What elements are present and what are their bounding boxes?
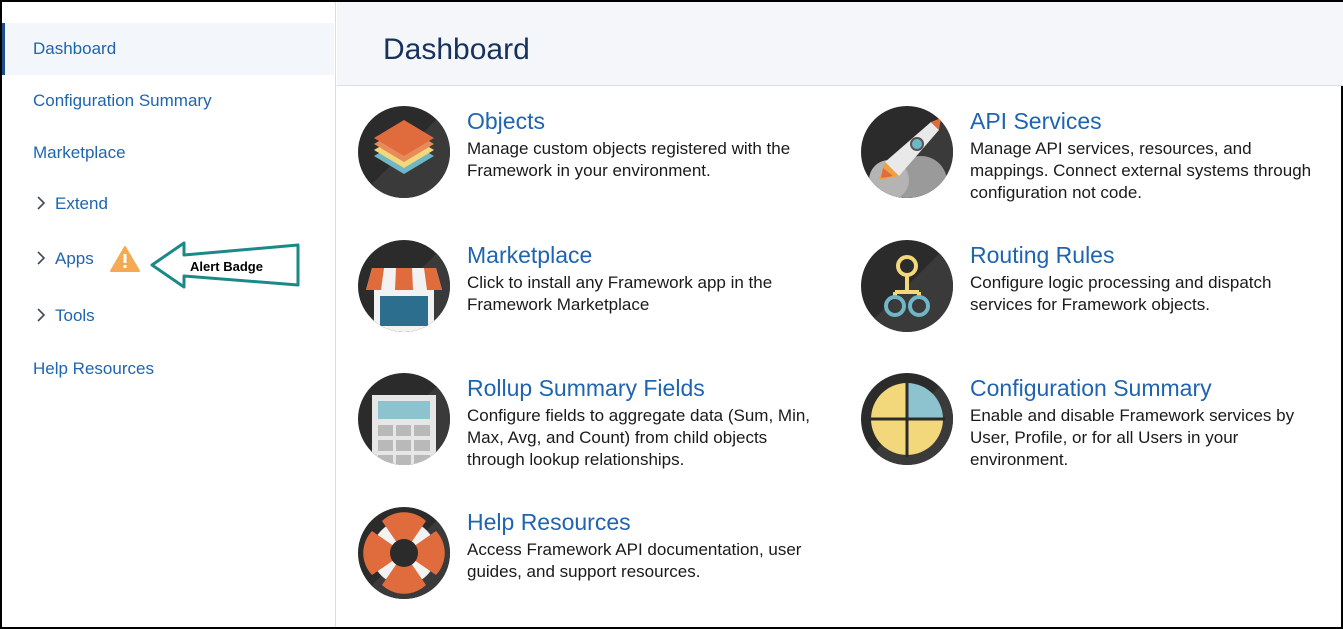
pie-quadrant-icon[interactable]	[861, 373, 953, 465]
card-rollup-summary-fields: Rollup Summary Fields Configure fields t…	[358, 373, 838, 483]
card-title-objects[interactable]: Objects	[467, 108, 545, 134]
chevron-right-icon	[36, 249, 48, 270]
sidebar-item-label: Tools	[55, 306, 95, 325]
calculator-icon[interactable]	[358, 373, 450, 465]
sidebar-item-label: Help Resources	[33, 359, 154, 378]
page-title: Dashboard	[383, 33, 530, 66]
sidebar-item-help-resources[interactable]: Help Resources	[2, 343, 334, 395]
card-description: Manage custom objects registered with th…	[467, 139, 791, 180]
card-description: Configure fields to aggregate data (Sum,…	[467, 406, 811, 469]
sidebar: Dashboard Configuration Summary Marketpl…	[2, 2, 336, 627]
card-api-services: API Services Manage API services, resour…	[861, 106, 1341, 216]
sidebar-item-dashboard[interactable]: Dashboard	[2, 23, 334, 75]
card-title-help-resources[interactable]: Help Resources	[467, 509, 631, 535]
sidebar-item-tools[interactable]: Tools	[2, 290, 334, 342]
lifebuoy-icon[interactable]	[358, 507, 450, 599]
card-description: Access Framework API documentation, user…	[467, 540, 802, 581]
card-title-routing-rules[interactable]: Routing Rules	[970, 242, 1115, 268]
card-configuration-summary: Configuration Summary Enable and disable…	[861, 373, 1341, 483]
card-title-api-services[interactable]: API Services	[970, 108, 1102, 134]
sidebar-item-configuration-summary[interactable]: Configuration Summary	[2, 75, 334, 127]
card-objects: Objects Manage custom objects registered…	[358, 106, 838, 216]
card-help-resources: Help Resources Access Framework API docu…	[358, 507, 838, 617]
sidebar-item-marketplace[interactable]: Marketplace	[2, 127, 334, 179]
rocket-icon[interactable]	[861, 106, 953, 198]
callout-label: Alert Badge	[190, 259, 263, 274]
chevron-right-icon	[36, 194, 48, 215]
sidebar-item-label: Apps	[55, 249, 94, 268]
warning-icon[interactable]	[109, 245, 140, 273]
layers-icon[interactable]	[358, 106, 450, 198]
card-title-configuration-summary[interactable]: Configuration Summary	[970, 375, 1212, 401]
sidebar-item-label: Extend	[55, 194, 108, 213]
sidebar-item-label: Configuration Summary	[33, 91, 212, 110]
page-header: Dashboard	[337, 2, 1343, 86]
chevron-right-icon	[36, 306, 48, 327]
main-content: Dashboard Objects Manage custom objects …	[337, 2, 1343, 627]
routing-tree-icon[interactable]	[861, 240, 953, 332]
card-description: Enable and disable Framework services by…	[970, 406, 1295, 469]
sidebar-item-apps[interactable]: Apps	[2, 233, 334, 285]
card-routing-rules: Routing Rules Configure logic processing…	[861, 240, 1341, 350]
callout-arrow-icon	[150, 241, 300, 289]
card-title-rollup-summary-fields[interactable]: Rollup Summary Fields	[467, 375, 705, 401]
sidebar-item-label: Dashboard	[33, 39, 117, 58]
sidebar-item-extend[interactable]: Extend	[2, 178, 334, 230]
card-description: Configure logic processing and dispatch …	[970, 273, 1272, 314]
card-marketplace: Marketplace Click to install any Framewo…	[358, 240, 838, 350]
card-description: Click to install any Framework app in th…	[467, 273, 773, 314]
sidebar-item-label: Marketplace	[33, 143, 126, 162]
storefront-icon[interactable]	[358, 240, 450, 332]
card-title-marketplace[interactable]: Marketplace	[467, 242, 593, 268]
card-description: Manage API services, resources, and mapp…	[970, 139, 1312, 202]
